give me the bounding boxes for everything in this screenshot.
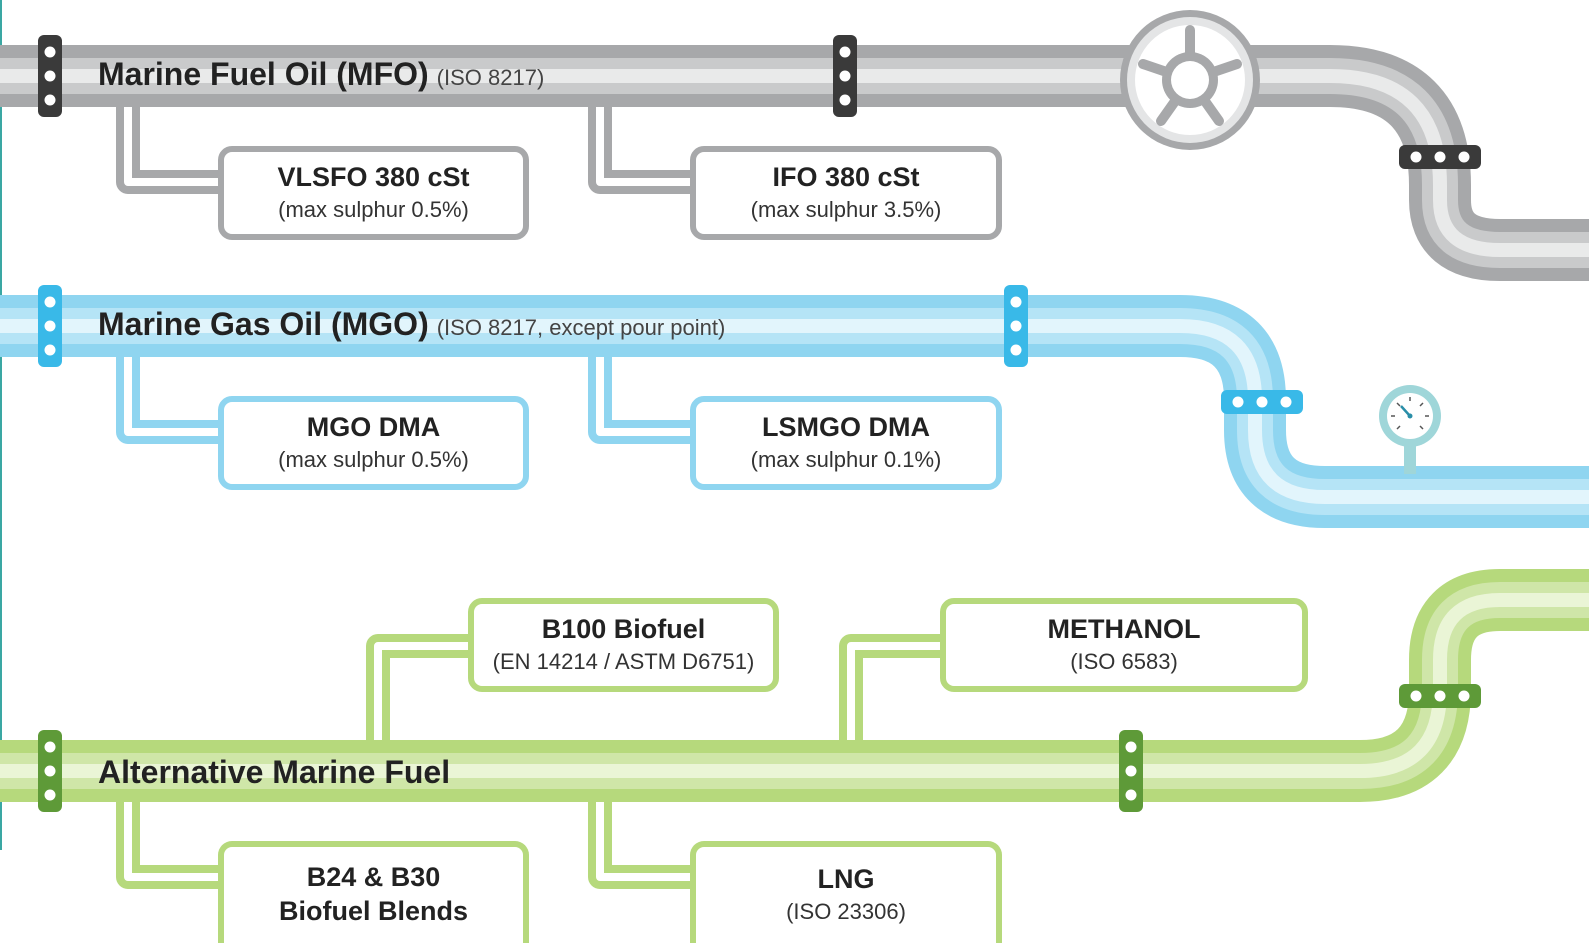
mfo-standard: (ISO 8217)	[436, 65, 545, 90]
left-edge-rule	[0, 0, 2, 850]
alt-pipe-title: Alternative Marine Fuel	[98, 756, 450, 788]
grade-name: VLSFO 380 cSt	[277, 162, 470, 193]
mgo-standard: (ISO 8217, except pour point)	[436, 315, 726, 340]
pipe-clamp-icon	[1399, 145, 1481, 169]
grade-spec: (max sulphur 0.5%)	[278, 447, 469, 473]
mgo-pipe-title: Marine Gas Oil (MGO) (ISO 8217, except po…	[98, 308, 725, 340]
mgo-branch-connectors	[116, 350, 695, 444]
alt-branch-connectors	[116, 634, 945, 889]
pipe-clamp-icon	[1221, 390, 1303, 414]
pressure-gauge-icon	[1379, 385, 1441, 474]
grade-box-b100-biofuel: B100 Biofuel (EN 14214 / ASTM D6751)	[468, 598, 779, 692]
grade-spec: (ISO 23306)	[786, 899, 906, 925]
grade-box-biofuel-blends: B24 & B30 Biofuel Blends	[218, 841, 529, 943]
grade-box-lsmgo-dma: LSMGO DMA (max sulphur 0.1%)	[690, 396, 1002, 490]
grade-box-lng: LNG (ISO 23306)	[690, 841, 1002, 943]
pipe-clamp-icon	[38, 730, 62, 812]
valve-wheel-icon	[1120, 10, 1260, 150]
grade-spec: (ISO 6583)	[1070, 649, 1178, 675]
pipe-clamps	[38, 35, 1481, 812]
grade-name: METHANOL	[1047, 614, 1201, 645]
mfo-branch-connectors	[116, 100, 695, 194]
grade-box-methanol: METHANOL (ISO 6583)	[940, 598, 1308, 692]
grade-spec: (max sulphur 3.5%)	[750, 197, 942, 223]
grade-name-line2: Biofuel Blends	[278, 896, 468, 926]
grade-name: LSMGO DMA	[762, 412, 930, 443]
grade-spec: (max sulphur 0.5%)	[278, 197, 469, 223]
grade-name: IFO 380 cSt	[772, 162, 920, 193]
pipe-clamp-icon	[1119, 730, 1143, 812]
pipe-clamp-icon	[38, 285, 62, 367]
pipe-clamp-icon	[1004, 285, 1028, 367]
mgo-title: Marine Gas Oil (MGO)	[98, 306, 429, 342]
alt-main-pipe	[0, 600, 1589, 771]
grade-name: LNG	[817, 864, 875, 895]
grade-name: B24 & B30	[306, 862, 441, 893]
grade-box-vlsfo: VLSFO 380 cSt (max sulphur 0.5%)	[218, 146, 529, 240]
grade-spec: (EN 14214 / ASTM D6751)	[492, 649, 755, 675]
alt-title: Alternative Marine Fuel	[98, 754, 451, 790]
mfo-title: Marine Fuel Oil (MFO)	[98, 56, 429, 92]
grade-name: MGO DMA	[306, 412, 441, 443]
grade-box-ifo: IFO 380 cSt (max sulphur 3.5%)	[690, 146, 1002, 240]
pipe-clamp-icon	[833, 35, 857, 117]
mfo-pipe-title: Marine Fuel Oil (MFO) (ISO 8217)	[98, 58, 544, 90]
pipe-clamp-icon	[1399, 684, 1481, 708]
grade-name: B100 Biofuel	[541, 614, 706, 645]
pipe-clamp-icon	[38, 35, 62, 117]
grade-box-mgo-dma: MGO DMA (max sulphur 0.5%)	[218, 396, 529, 490]
grade-spec: (max sulphur 0.1%)	[750, 447, 942, 473]
